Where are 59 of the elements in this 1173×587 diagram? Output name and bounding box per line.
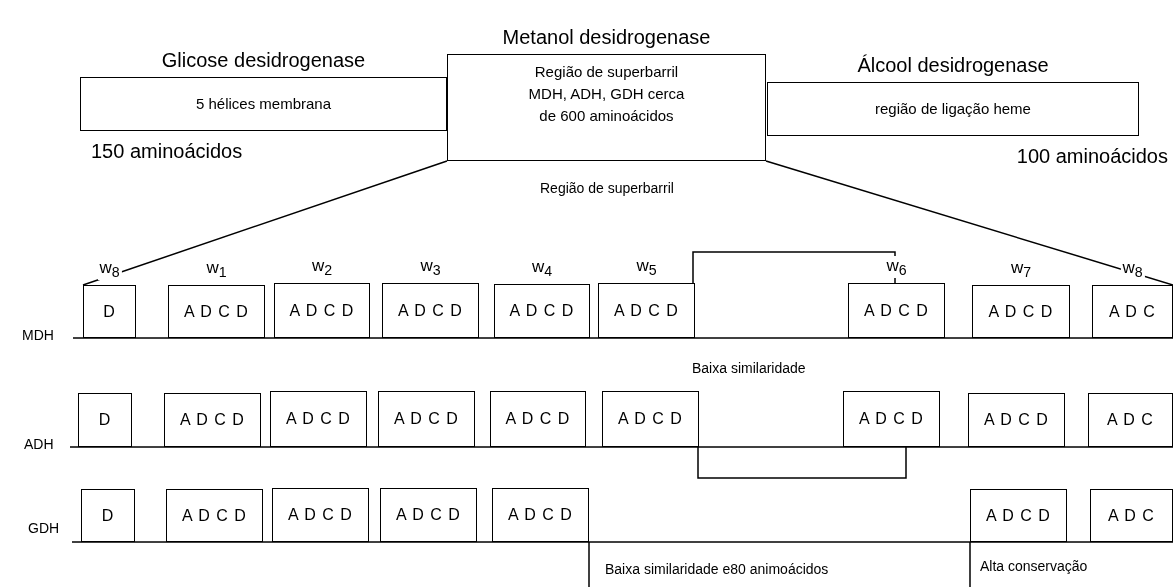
motif-letters: D	[98, 411, 112, 429]
expansion-line	[82, 160, 448, 286]
motif-box	[843, 391, 940, 447]
motif-letters: A D C D	[509, 302, 575, 320]
region-note: Alta conservação	[980, 558, 1088, 574]
motif-box	[602, 391, 699, 447]
motif-box	[78, 393, 132, 447]
motif-letters: D	[103, 302, 116, 321]
motif-box	[380, 488, 477, 542]
motif-letters: A D C D	[988, 302, 1054, 321]
motif-letters: A D C	[1108, 506, 1155, 525]
motif-letters: A D C D	[286, 410, 351, 428]
motif-letters: A D C D	[398, 301, 463, 320]
motif-letters: A D C D	[984, 411, 1049, 429]
row-label: GDH	[28, 520, 60, 536]
motif-box	[272, 488, 369, 542]
domain-description: Região de superbarril MDH, ADH, GDH cerca de 600 aminoácidos	[527, 62, 686, 126]
motif-box	[1088, 393, 1173, 447]
row-label: ADH	[24, 436, 54, 452]
motif-letters: A D C D	[614, 301, 679, 320]
motif-letters: A D C D	[986, 506, 1051, 525]
length-note: 150 aminoácidos	[91, 140, 243, 163]
motif-letters: A D C D	[505, 410, 571, 428]
domain-description: 5 hélices membrana	[194, 94, 333, 114]
motif-box	[81, 489, 135, 542]
protein-title: Metanol desidrogenase	[502, 26, 711, 49]
motif-box	[968, 393, 1065, 447]
region-note: Baixa similaridade e80 animoácidos	[605, 561, 829, 577]
motif-letters: A D C D	[184, 302, 249, 321]
motif-letters: A D C D	[859, 410, 924, 428]
motif-letters: A D C	[1109, 302, 1156, 321]
motif-letters: D	[101, 506, 115, 525]
motif-box	[1090, 489, 1173, 542]
motif-letters: A D C D	[180, 411, 245, 429]
motif-letters: A D C D	[394, 410, 459, 428]
row-label: MDH	[22, 327, 54, 343]
motif-box	[166, 489, 263, 542]
motif-letters: A D C	[1107, 411, 1154, 429]
length-note: 100 aminoácidos	[1016, 145, 1168, 168]
motif-letters: A D C D	[508, 506, 573, 524]
expansion-line	[765, 160, 1173, 286]
motif-letters: A D C D	[288, 506, 353, 524]
motif-letters: A D C D	[182, 506, 247, 525]
region-note: Baixa similaridade	[692, 360, 806, 376]
motif-box	[378, 391, 475, 447]
motif-letters: A D C D	[396, 506, 461, 524]
protein-title: Glicose desidrogenase	[161, 49, 366, 72]
motif-letters: A D C D	[864, 301, 929, 320]
motif-letters: A D C D	[289, 301, 355, 320]
motif-letters: A D C D	[618, 410, 683, 428]
protein-title: Álcool desidrogenase	[857, 54, 1049, 77]
region-note: Região de superbarril	[540, 180, 674, 196]
motif-box	[492, 488, 589, 542]
motif-box	[490, 391, 586, 447]
motif-box	[164, 393, 261, 447]
motif-box	[270, 391, 367, 447]
motif-box	[970, 489, 1067, 542]
repeat-label: w$_{6}$	[884, 255, 909, 278]
domain-description: região de ligação heme	[874, 99, 1032, 119]
